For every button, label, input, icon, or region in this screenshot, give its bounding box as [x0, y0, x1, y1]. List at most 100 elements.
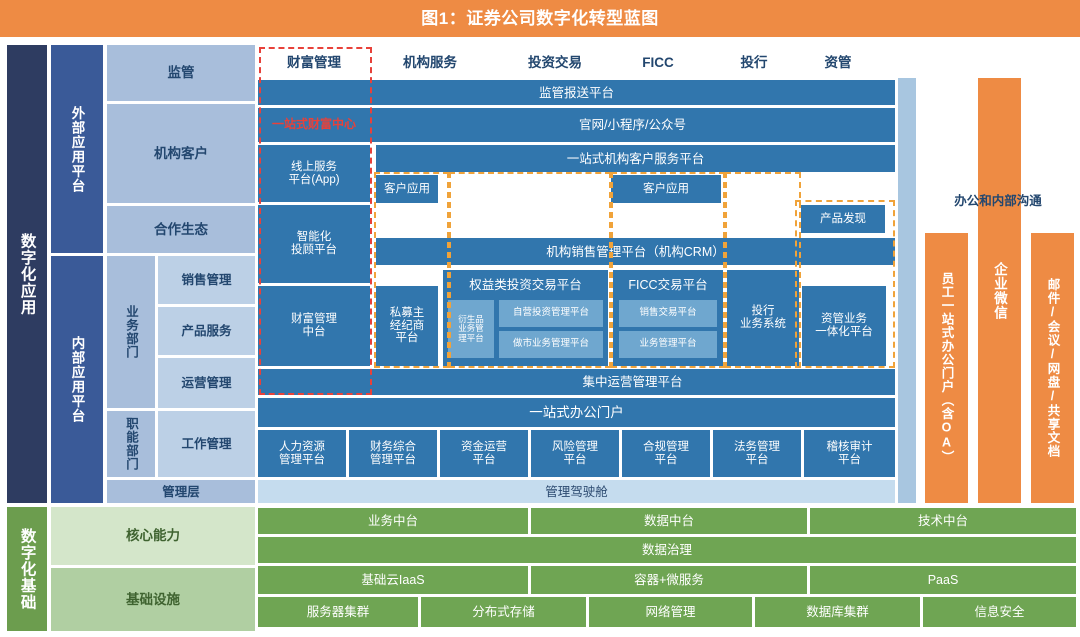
category-business-dept-label: 业务部门: [124, 305, 138, 359]
box-wealth-midplatform-line2: 中台: [302, 326, 326, 338]
page-title: 图1：证券公司数字化转型蓝图: [0, 0, 1080, 37]
column-header-investment-bank: 投行: [740, 55, 768, 71]
box-product-discovery: 产品发现: [801, 205, 885, 233]
box-asset-management-line1: 资管业务: [821, 313, 867, 326]
box-risk-platform-line2: 平台: [563, 453, 587, 466]
bar-official-site: 官网/小程序/公众号: [258, 108, 895, 142]
box-legal-platform-line2: 平台: [745, 453, 769, 466]
foundation-business-midplatform: 业务中台: [258, 508, 528, 534]
foundation-paas: PaaS: [810, 566, 1076, 594]
rail-digital-application-label: 数字化应用: [18, 232, 36, 316]
column-mail-meeting: 邮件/会议/网盘/共享文档: [1031, 233, 1074, 503]
category-management-layer: 管理层: [107, 480, 255, 503]
box-wealth-midplatform: 财富管理 中台: [258, 286, 370, 366]
box-compliance-platform: 合规管理 平台: [622, 430, 710, 477]
box-hr-platform-line1: 人力资源: [279, 440, 325, 453]
box-hr-platform: 人力资源 管理平台: [258, 430, 346, 477]
category-regulator: 监管: [107, 45, 255, 101]
column-header-investment-trading: 投资交易: [528, 55, 582, 71]
box-ficc-sales-trading: 销售交易平台: [619, 300, 717, 327]
subcategory-product-service: 产品服务: [158, 307, 255, 355]
category-function-dept: 职能部门: [107, 411, 155, 477]
right-edge-strip: [898, 78, 916, 503]
box-wealth-midplatform-line1: 财富管理: [291, 313, 337, 326]
rail-digital-application: 数字化应用: [7, 45, 47, 503]
box-finance-platform-line2: 管理平台: [370, 453, 416, 466]
box-audit-platform-line2: 平台: [838, 453, 861, 466]
bar-management-cockpit: 管理驾驶舱: [258, 480, 895, 503]
bar-central-operation-label: 集中运营管理平台: [582, 375, 683, 389]
bar-official-site-label: 官网/小程序/公众号: [579, 118, 686, 132]
foundation-core-capability-label: 核心能力: [126, 528, 180, 544]
foundation-database-cluster: 数据库集群: [755, 597, 920, 627]
rail-digital-foundation-label: 数字化基础: [18, 527, 36, 611]
subcategory-work-management-label: 工作管理: [181, 437, 232, 451]
category-partner-ecosystem-label: 合作生态: [154, 221, 208, 237]
column-header-ficc: FICC: [642, 55, 674, 71]
foundation-distributed-storage: 分布式存储: [421, 597, 586, 627]
box-prop-investment-platform: 自营投资管理平台: [499, 300, 603, 327]
foundation-infrastructure: 基础设施: [51, 568, 255, 631]
category-function-dept-label: 职能部门: [124, 417, 138, 471]
rail-internal-platform: 内部应用平台: [51, 256, 103, 503]
box-hr-platform-line2: 管理平台: [279, 453, 325, 466]
bar-institutional-sales-crm: 机构销售管理平台（机构CRM）: [376, 238, 895, 265]
foundation-network-management: 网络管理: [589, 597, 752, 627]
foundation-server-cluster: 服务器集群: [258, 597, 418, 627]
box-treasury-platform-line2: 平台: [472, 453, 496, 466]
box-online-service-app-line2: 平台(App): [288, 173, 340, 186]
box-derivatives-platform: 衍生品 业务管 理平台: [448, 300, 494, 358]
box-ficc-business-management: 业务管理平台: [619, 331, 717, 358]
box-ficc-trading-platform-title: FICC交易平台: [628, 278, 708, 292]
label-office-internal-communication: 办公和内部沟通: [954, 194, 1042, 208]
category-management-layer-label: 管理层: [162, 484, 200, 499]
subcategory-operation-management: 运营管理: [158, 358, 255, 408]
box-investment-bank-system-line1: 投行: [751, 305, 775, 318]
box-derivatives-line3: 理平台: [458, 332, 484, 343]
column-enterprise-wechat: 企业微信: [978, 78, 1021, 503]
category-regulator-label: 监管: [167, 65, 195, 81]
box-audit-platform-line1: 稽核审计: [826, 440, 873, 453]
subcategory-work-management: 工作管理: [158, 411, 255, 477]
box-online-service-app-line1: 线上服务: [291, 160, 337, 173]
box-treasury-platform-line1: 资金运营: [461, 440, 507, 453]
column-enterprise-wechat-label: 企业微信: [992, 261, 1008, 320]
bar-one-stop-institutional-service: 一站式机构客户服务平台: [376, 145, 895, 172]
foundation-infrastructure-label: 基础设施: [126, 591, 180, 607]
box-risk-platform-line1: 风险管理: [552, 440, 598, 453]
category-institutional-client: 机构客户: [107, 104, 255, 203]
box-intelligent-advisor-line1: 智能化: [296, 231, 332, 244]
box-client-app-institutional: 客户应用: [376, 175, 438, 203]
box-finance-platform: 财务综合 管理平台: [349, 430, 437, 477]
box-client-app-ficc: 客户应用: [611, 175, 721, 203]
column-header-asset-management: 资管: [824, 55, 852, 71]
box-audit-platform: 稽核审计 平台: [804, 430, 895, 477]
foundation-data-midplatform: 数据中台: [531, 508, 807, 534]
subcategory-sales-management: 销售管理: [158, 256, 255, 304]
column-header-wealth: 财富管理: [287, 55, 341, 71]
box-intelligent-advisor-line2: 投顾平台: [291, 244, 337, 256]
box-ficc-trading-platform: FICC交易平台 销售交易平台 业务管理平台: [613, 270, 723, 366]
box-finance-platform-line1: 财务综合: [370, 440, 416, 453]
box-legal-platform-line1: 法务管理: [734, 440, 780, 453]
box-derivatives-line2: 业务管: [458, 323, 484, 334]
column-header-institutional: 机构服务: [403, 55, 457, 71]
box-equity-trading-platform-title: 权益类投资交易平台: [469, 278, 582, 292]
category-business-dept: 业务部门: [107, 256, 155, 408]
category-partner-ecosystem: 合作生态: [107, 206, 255, 253]
box-compliance-platform-line2: 平台: [654, 453, 678, 466]
box-online-service-app: 线上服务 平台(App): [258, 145, 370, 202]
box-asset-management-platform: 资管业务 一体化平台: [802, 286, 886, 366]
foundation-core-capability: 核心能力: [51, 507, 255, 565]
box-risk-platform: 风险管理 平台: [531, 430, 619, 477]
rail-external-platform: 外部应用平台: [51, 45, 103, 253]
category-institutional-client-label: 机构客户: [154, 145, 208, 161]
box-legal-platform: 法务管理 平台: [713, 430, 801, 477]
box-private-broker-line1: 私募主: [389, 306, 425, 319]
foundation-container-microservice: 容器+微服务: [531, 566, 807, 594]
subcategory-product-service-label: 产品服务: [181, 324, 232, 338]
column-employee-portal-label: 员工一站式办公门户（含OA）: [939, 272, 954, 464]
rail-digital-foundation: 数字化基础: [7, 507, 47, 631]
box-compliance-platform-line1: 合规管理: [643, 440, 689, 453]
